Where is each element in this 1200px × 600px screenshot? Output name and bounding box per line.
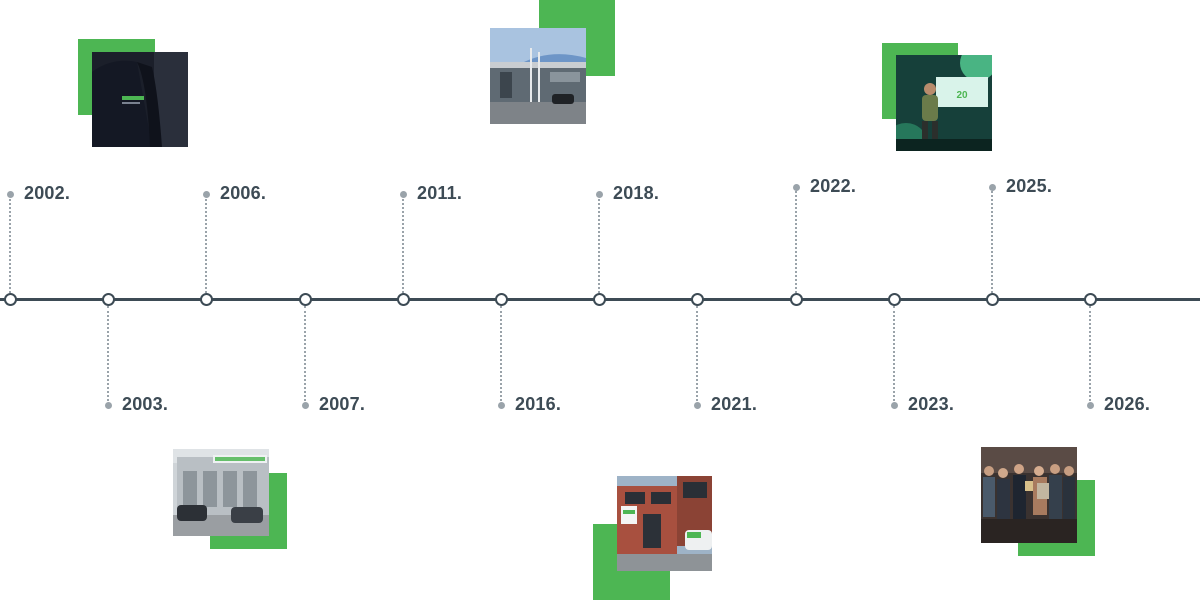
milestone-dot bbox=[792, 183, 800, 191]
milestone-dot bbox=[988, 183, 996, 191]
photo-building-2003 bbox=[173, 449, 287, 549]
milestone-dot bbox=[693, 401, 701, 409]
award-group-image bbox=[981, 447, 1077, 543]
timeline-node bbox=[1084, 293, 1097, 306]
photo-award-group bbox=[981, 447, 1095, 556]
timeline-node bbox=[4, 293, 17, 306]
milestone-connector bbox=[205, 194, 207, 293]
milestone-connector bbox=[9, 194, 11, 293]
milestone-dot bbox=[595, 190, 603, 198]
timeline-node bbox=[397, 293, 410, 306]
milestone-connector bbox=[893, 306, 895, 405]
milestone-connector bbox=[304, 306, 306, 405]
milestone-dot bbox=[497, 401, 505, 409]
photo-jacket bbox=[78, 39, 188, 147]
milestone-connector bbox=[402, 194, 404, 293]
milestone-connector bbox=[1089, 306, 1091, 405]
timeline-node bbox=[495, 293, 508, 306]
timeline-node bbox=[691, 293, 704, 306]
milestone-year: 2018. bbox=[613, 183, 660, 203]
milestone-connector bbox=[696, 306, 698, 405]
photo-building-2011 bbox=[490, 0, 615, 124]
svg-text:20: 20 bbox=[956, 90, 968, 101]
milestone-year: 2007. bbox=[319, 394, 366, 414]
milestone-connector bbox=[991, 187, 993, 293]
timeline-node bbox=[102, 293, 115, 306]
photo-stage-event: 20 bbox=[882, 43, 992, 151]
timeline-node bbox=[299, 293, 312, 306]
milestone-connector bbox=[795, 187, 797, 293]
milestone-dot bbox=[399, 190, 407, 198]
industrial-building-image bbox=[490, 28, 586, 124]
milestone-dot bbox=[1086, 401, 1094, 409]
milestone-connector bbox=[598, 194, 600, 293]
milestone-year: 2011. bbox=[417, 183, 463, 203]
stage-event-image: 20 bbox=[896, 55, 992, 151]
milestone-year: 2026. bbox=[1104, 394, 1151, 414]
photo-building-2016 bbox=[593, 476, 712, 600]
milestone-dot bbox=[202, 190, 210, 198]
milestone-year: 2006. bbox=[220, 183, 267, 203]
milestone-year: 2025. bbox=[1006, 176, 1053, 196]
timeline-node bbox=[200, 293, 213, 306]
timeline-node bbox=[888, 293, 901, 306]
milestone-connector bbox=[107, 306, 109, 405]
milestone-year: 2003. bbox=[122, 394, 169, 414]
milestone-year: 2002. bbox=[24, 183, 71, 203]
jacket-image bbox=[92, 52, 188, 147]
timeline-node bbox=[593, 293, 606, 306]
milestone-year: 2021. bbox=[711, 394, 758, 414]
milestone-dot bbox=[301, 401, 309, 409]
milestone-dot bbox=[104, 401, 112, 409]
timeline-node bbox=[790, 293, 803, 306]
milestone-dot bbox=[890, 401, 898, 409]
milestone-year: 2016. bbox=[515, 394, 562, 414]
milestone-year: 2022. bbox=[810, 176, 857, 196]
milestone-connector bbox=[500, 306, 502, 405]
brick-building-image bbox=[617, 476, 712, 571]
timeline-node bbox=[986, 293, 999, 306]
milestone-year: 2023. bbox=[908, 394, 955, 414]
office-building-image bbox=[173, 449, 269, 536]
milestone-dot bbox=[6, 190, 14, 198]
